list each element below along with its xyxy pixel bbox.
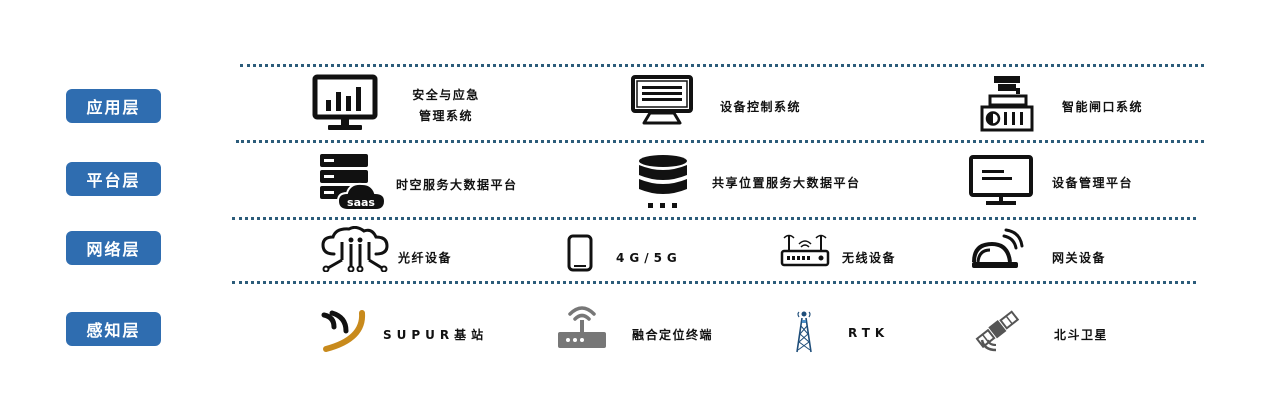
layer-application: 应用层 (66, 89, 161, 123)
app-item-device-control: 设备控制系统 (720, 100, 802, 114)
divider-2 (232, 217, 1196, 220)
platform-item-device-mgmt: 设备管理平台 (1052, 176, 1134, 190)
perception-item-rtk: RTK (848, 326, 890, 340)
monitor-chart-icon (312, 74, 378, 130)
platform-item-spatiotemporal: 时空服务大数据平台 (396, 178, 518, 192)
divider-1 (236, 140, 1204, 143)
network-item-wireless: 无线设备 (842, 251, 897, 265)
divider-top (240, 64, 1204, 67)
supur-logo-icon (321, 310, 366, 352)
app-item-safety: 安全与应急 管理系统 (400, 85, 492, 127)
gate-machine-icon (980, 76, 1034, 132)
gateway-icon (972, 228, 1024, 268)
app-item-safety-line2: 管理系统 (418, 109, 473, 123)
router-icon (780, 234, 830, 267)
perception-item-beidou: 北斗卫星 (1054, 328, 1109, 342)
perception-item-supur: SUPUR基站 (383, 328, 489, 342)
network-item-4g5g: 4G/5G (616, 251, 682, 265)
saas-icon-text: saas (347, 196, 375, 209)
divider-3 (232, 281, 1196, 284)
satellite-icon (975, 310, 1020, 352)
layer-network: 网络层 (66, 231, 161, 265)
perception-item-fusion-terminal: 融合定位终端 (632, 328, 714, 342)
layer-platform: 平台层 (66, 162, 161, 196)
rtk-tower-icon (796, 311, 812, 353)
monitor-icon (969, 155, 1033, 205)
platform-item-shared-location: 共享位置服务大数据平台 (712, 176, 861, 190)
phone-icon (567, 234, 593, 272)
wireless-terminal-icon (558, 306, 606, 348)
cloud-network-icon (321, 226, 389, 272)
layer-perception: 感知层 (66, 312, 161, 346)
app-item-safety-line1: 安全与应急 (412, 88, 480, 102)
app-item-smart-gate: 智能闸口系统 (1062, 100, 1144, 114)
saas-server-icon: saas (320, 154, 387, 211)
database-icon (639, 155, 687, 208)
network-item-gateway: 网关设备 (1052, 251, 1107, 265)
computer-screen-icon (631, 75, 693, 125)
network-item-fiber: 光纤设备 (398, 251, 453, 265)
